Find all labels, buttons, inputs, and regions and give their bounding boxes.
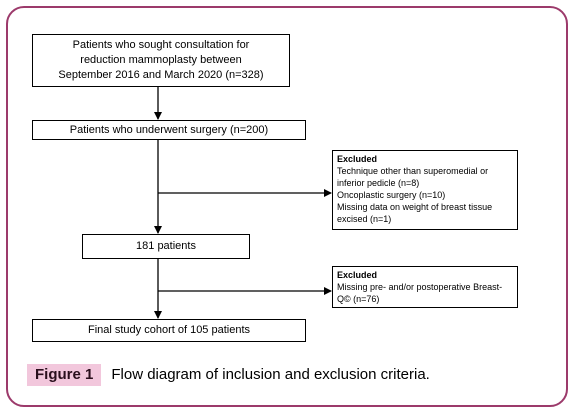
box-surgery: Patients who underwent surgery (n=200) [32,120,306,140]
figure-frame [6,6,568,407]
box-surgery-text: Patients who underwent surgery (n=200) [69,124,269,136]
excluded-box-1: Excluded Technique other than superomedi… [332,150,518,230]
box-consultation-line-2: reduction mammoplasty between [80,54,242,66]
box-consultation-line-1: Patients who sought consultation for [72,39,250,51]
box-final-cohort-text: Final study cohort of 105 patients [87,324,251,336]
excluded-2-item-1: Missing pre- and/or postoperative Breast… [337,282,503,304]
excluded-2-heading: Excluded [337,270,378,280]
excluded-box-2: Excluded Missing pre- and/or postoperati… [332,266,518,308]
figure-caption-text: Flow diagram of inclusion and exclusion … [111,366,430,383]
box-final-cohort: Final study cohort of 105 patients [32,319,306,342]
excluded-1-item-2: Oncoplastic surgery (n=10) [337,190,446,200]
excluded-1-item-1: Technique other than superomedial or inf… [337,166,489,188]
box-181-patients: 181 patients [82,234,250,259]
excluded-1-heading: Excluded [337,154,378,164]
excluded-1-item-3: Missing data on weight of breast tissue … [337,202,493,224]
figure-caption: Figure 1 Flow diagram of inclusion and ex… [27,364,430,386]
box-consultation: Patients who sought consultation for red… [32,34,290,87]
figure-label: Figure 1 [27,364,102,386]
box-181-patients-text: 181 patients [136,240,196,252]
box-consultation-line-3: September 2016 and March 2020 (n=328) [58,69,264,81]
